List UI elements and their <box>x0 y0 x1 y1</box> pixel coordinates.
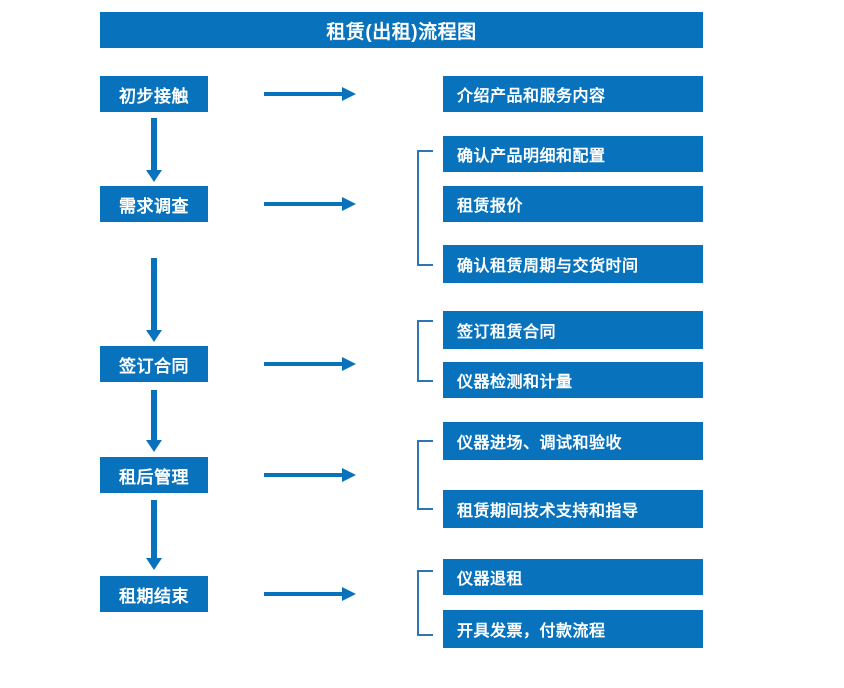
arrow-head-icon <box>342 357 356 371</box>
detail-box-invoice-payment[interactable]: 开具发票，付款流程 <box>443 610 703 648</box>
arrow-head-icon <box>146 170 162 182</box>
stage-box-needs-survey[interactable]: 需求调查 <box>100 186 208 222</box>
arrow-shaft <box>264 92 344 96</box>
diagram-title: 租赁(出租)流程图 <box>100 12 703 48</box>
group-bracket-needs-survey <box>417 150 433 266</box>
horizontal-arrow-4 <box>264 468 356 482</box>
detail-box-confirm-product-specs[interactable]: 确认产品明细和配置 <box>443 136 703 172</box>
detail-box-sign-lease-contract[interactable]: 签订租赁合同 <box>443 311 703 349</box>
stage-box-lease-end[interactable]: 租期结束 <box>100 576 208 612</box>
vertical-arrow-1 <box>146 118 162 182</box>
arrow-shaft <box>151 258 157 330</box>
arrow-shaft <box>264 362 344 366</box>
arrow-shaft <box>151 118 157 170</box>
arrow-head-icon <box>146 440 162 452</box>
vertical-arrow-2 <box>146 258 162 342</box>
vertical-arrow-3 <box>146 390 162 452</box>
detail-box-lease-quotation[interactable]: 租赁报价 <box>443 186 703 222</box>
arrow-head-icon <box>342 468 356 482</box>
detail-box-instrument-return[interactable]: 仪器退租 <box>443 559 703 595</box>
stage-box-sign-contract[interactable]: 签订合同 <box>100 346 208 382</box>
stage-box-post-lease-management[interactable]: 租后管理 <box>100 457 208 493</box>
detail-box-introduce-products[interactable]: 介绍产品和服务内容 <box>443 76 703 112</box>
detail-box-confirm-lease-period[interactable]: 确认租赁周期与交货时间 <box>443 245 703 283</box>
arrow-shaft <box>151 390 157 440</box>
vertical-arrow-4 <box>146 500 162 570</box>
horizontal-arrow-1 <box>264 87 356 101</box>
arrow-shaft <box>264 592 344 596</box>
detail-box-instrument-inspection[interactable]: 仪器检测和计量 <box>443 362 703 398</box>
detail-box-instrument-entry-commissioning[interactable]: 仪器进场、调试和验收 <box>443 422 703 460</box>
arrow-head-icon <box>342 87 356 101</box>
stage-box-initial-contact[interactable]: 初步接触 <box>100 76 208 112</box>
arrow-head-icon <box>342 197 356 211</box>
arrow-head-icon <box>146 558 162 570</box>
group-bracket-lease-end <box>417 570 433 636</box>
arrow-shaft <box>151 500 157 558</box>
arrow-head-icon <box>342 587 356 601</box>
arrow-shaft <box>264 473 344 477</box>
horizontal-arrow-3 <box>264 357 356 371</box>
horizontal-arrow-5 <box>264 587 356 601</box>
arrow-head-icon <box>146 330 162 342</box>
group-bracket-sign-contract <box>417 320 433 382</box>
arrow-shaft <box>264 202 344 206</box>
group-bracket-post-lease <box>417 440 433 510</box>
horizontal-arrow-2 <box>264 197 356 211</box>
detail-box-technical-support[interactable]: 租赁期间技术支持和指导 <box>443 490 703 528</box>
